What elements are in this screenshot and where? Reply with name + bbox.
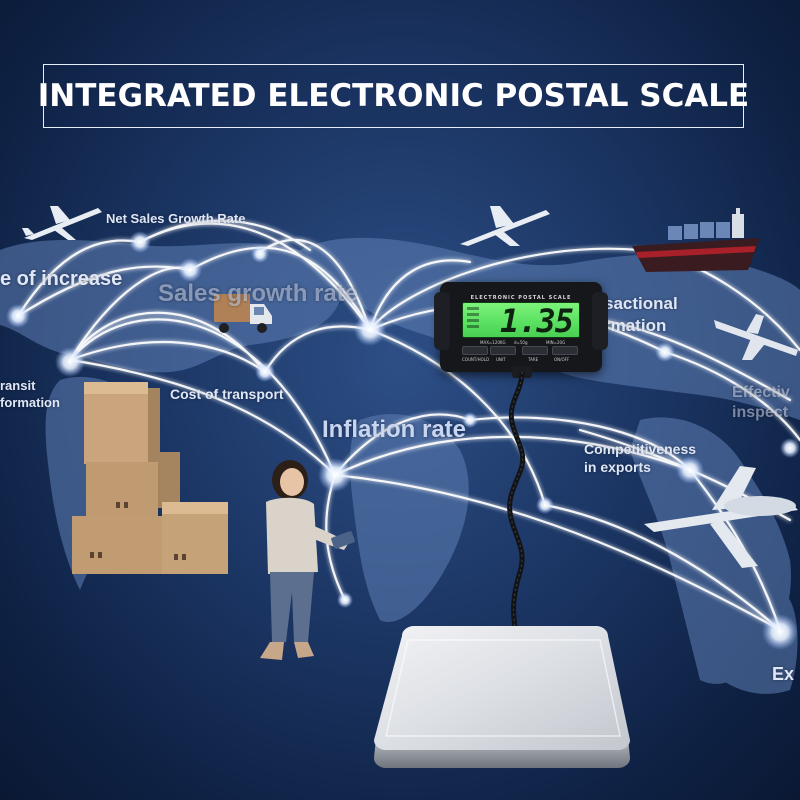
label-rate-of-increase: e of increase [0, 268, 123, 290]
label-transit-line-1: ransit [0, 378, 36, 393]
legend-max: MAX=120KG [480, 340, 506, 345]
lcd-screen: 1.35 [462, 302, 580, 338]
woman-with-tablet [260, 460, 355, 660]
airplane-icon [714, 314, 798, 360]
label-competitiveness-line-2: in exports [584, 459, 651, 475]
legend-division: d=50g [514, 340, 528, 345]
label-inflation-rate: Inflation rate [322, 416, 467, 443]
airplane-icon [644, 466, 798, 568]
indicator-bracket-right [592, 292, 608, 350]
tare-label: TARE [528, 357, 539, 362]
indicator-heading: ELECTRONIC POSTAL SCALE [470, 295, 572, 301]
legend-min: MIN=20G [546, 340, 566, 345]
delivery-truck-icon [214, 294, 272, 333]
page-title: INTEGRATED ELECTRONIC POSTAL SCALE [37, 78, 750, 114]
unit-button[interactable] [490, 346, 516, 355]
label-exports-partial: Ex [772, 664, 795, 684]
label-net-sales-growth-rate: Net Sales Growth Rate [106, 211, 246, 226]
label-competitiveness-line-1: Competitiveness [584, 441, 697, 457]
tare-button[interactable] [522, 346, 548, 355]
lcd-segment-marks [467, 307, 483, 333]
label-effective-line-1: Effectiv [732, 384, 790, 401]
weight-reading: 1.35 [499, 302, 574, 338]
indicator-bracket-left [434, 292, 450, 350]
label-effective-line-2: inspect [732, 404, 789, 421]
title-banner: INTEGRATED ELECTRONIC POSTAL SCALE [38, 64, 749, 128]
on-off-button[interactable] [552, 346, 578, 355]
scale-platform [374, 626, 630, 768]
label-transactional-line-2: rmation [604, 316, 667, 335]
label-cost-of-transport: Cost of transport [170, 386, 284, 402]
unit-label: UNIT [496, 357, 506, 362]
cargo-ship-icon [632, 208, 760, 272]
label-transactional-line-1: sactional [604, 294, 678, 313]
label-transit-line-2: formation [0, 395, 60, 410]
count-hold-label: COUNT/HOLD [462, 357, 490, 362]
airplane-icon [460, 206, 550, 246]
count-hold-button[interactable] [462, 346, 488, 355]
on-off-label: ON/OFF [554, 357, 570, 362]
scale-indicator-display: ELECTRONIC POSTAL SCALE 1.35 MAX=120KG d… [434, 282, 608, 372]
label-sales-growth-rate: Sales growth rate [158, 280, 359, 307]
coiled-cable [507, 372, 526, 641]
airplane-icon [22, 206, 102, 240]
cardboard-boxes-icon [72, 382, 228, 574]
